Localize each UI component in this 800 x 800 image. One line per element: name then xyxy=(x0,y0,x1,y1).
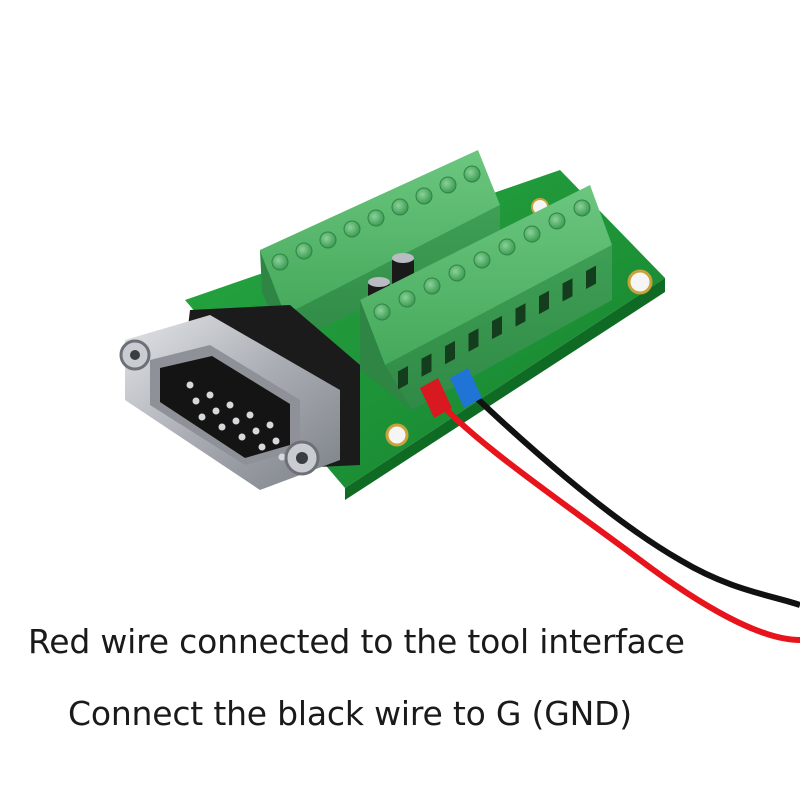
terminal-block-front xyxy=(360,185,612,410)
db15-connector xyxy=(119,305,360,490)
caption-black-wire: Connect the black wire to G (GND) xyxy=(68,694,632,733)
caption-red-wire: Red wire connected to the tool interface xyxy=(28,622,685,661)
wires xyxy=(420,368,800,643)
